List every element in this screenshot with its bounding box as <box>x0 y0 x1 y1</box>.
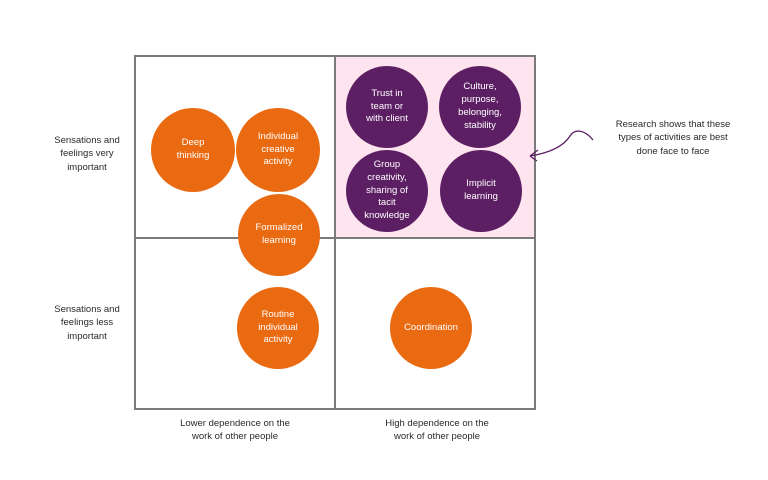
circle-coordination: Coordination <box>390 287 472 369</box>
x-label-lower-dependence: Lower dependence on the work of other pe… <box>180 418 290 443</box>
x-label-high-dependence: High dependence on the work of other peo… <box>385 418 489 443</box>
circle-implicit-learning: Implicit learning <box>440 150 522 232</box>
annotation-face-to-face: Research shows that these types of activ… <box>615 119 731 157</box>
circle-trust-in-team: Trust in team or with client <box>346 66 428 148</box>
circle-culture-purpose: Culture, purpose, belonging, stability <box>439 66 521 148</box>
horizontal-divider <box>134 237 536 239</box>
y-label-less-important: Sensations and feelings less important <box>54 304 120 342</box>
circle-routine-individual-activity: Routine individual activity <box>237 287 319 369</box>
circle-individual-creative-activity: Individual creative activity <box>236 108 320 192</box>
circle-group-creativity: Group creativity, sharing of tacit knowl… <box>346 150 428 232</box>
circle-formalized-learning: Formalized learning <box>238 194 320 276</box>
circle-deep-thinking: Deep thinking <box>151 108 235 192</box>
vertical-divider <box>334 55 336 410</box>
y-label-very-important: Sensations and feelings very important <box>54 135 120 173</box>
